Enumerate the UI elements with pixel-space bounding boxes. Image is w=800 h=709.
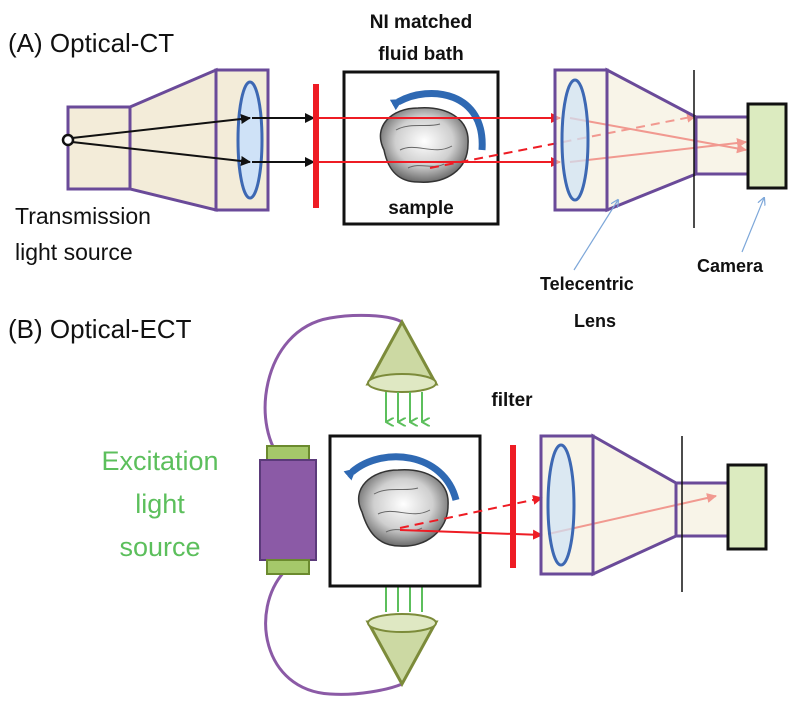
lens-icon [236, 80, 264, 200]
camera-label: Camera [697, 256, 764, 276]
source-label-line1: Transmission [15, 203, 151, 229]
telecentric-lens-b [539, 433, 730, 577]
bottom-excitation-cone [365, 613, 439, 688]
camera-icon-b [726, 463, 768, 551]
lens-icon-b [546, 443, 576, 567]
bath-label-line2: fluid bath [378, 44, 463, 65]
excitation-label-line3: source [119, 532, 200, 562]
telecentric-lens-icon [560, 78, 590, 202]
rotation-arrow-icon-b [343, 453, 460, 502]
panel-b: (B) Optical-ECT Excitation light source [8, 313, 768, 696]
excitation-label-line1: Excitation [101, 446, 218, 476]
panel-b-title: (B) Optical-ECT [8, 314, 192, 344]
lens-pointer [573, 200, 618, 271]
source-rays [71, 113, 315, 167]
rotation-arrow-icon [389, 89, 486, 151]
light-guide-top [263, 313, 403, 464]
bath-label-line1: NI matched [370, 12, 472, 33]
point-source-icon [61, 133, 75, 147]
lens-label-line2: Lens [574, 311, 616, 331]
light-guide-bottom [264, 571, 403, 696]
lens-label-line1: Telecentric [540, 274, 634, 294]
panel-a-title: (A) Optical-CT [8, 28, 174, 58]
sample-label: sample [388, 198, 453, 219]
sample-icon [379, 107, 469, 183]
camera-icon [746, 102, 788, 190]
excitation-rays-top [385, 392, 422, 422]
filter-label: filter [491, 390, 533, 411]
excitation-label-line2: light [135, 489, 185, 519]
top-excitation-cone [365, 318, 439, 393]
camera-pointer [741, 198, 764, 253]
panel-a: (A) Optical-CT NI matched fluid bath sa [8, 12, 788, 331]
sample-icon-b [357, 469, 449, 547]
excitation-source [259, 445, 317, 575]
source-label-line2: light source [15, 239, 133, 265]
